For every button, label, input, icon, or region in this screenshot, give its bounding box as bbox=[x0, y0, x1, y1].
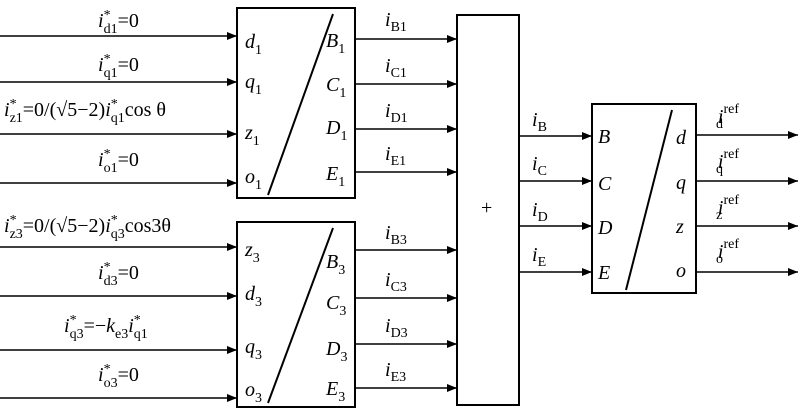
top-port-in-2: q1 bbox=[245, 71, 262, 98]
bottom-input-label-1: i*z3=0/(√5−2)i*q3cos3θ bbox=[4, 213, 171, 242]
final-port-in-d: D bbox=[597, 217, 613, 239]
final-port-out-z: z bbox=[675, 216, 684, 238]
top-output-label-4: iE1 bbox=[385, 143, 406, 169]
bottom-input-label-2: i*d3=0 bbox=[98, 260, 139, 289]
top-transform-block bbox=[236, 7, 356, 199]
final-transform-block bbox=[591, 103, 697, 294]
bottom-port-out-4: E3 bbox=[325, 378, 345, 405]
top-port-out-2: C1 bbox=[326, 74, 346, 101]
top-input-label-2: i*q1=0 bbox=[98, 52, 139, 81]
sum-symbol: + bbox=[481, 197, 492, 219]
bottom-block-diagonal bbox=[267, 227, 334, 404]
sum-output-label-b: iB bbox=[532, 109, 547, 135]
top-output-label-1: iB1 bbox=[385, 9, 407, 35]
top-port-out-1: B1 bbox=[326, 30, 345, 57]
sum-output-label-d: iD bbox=[532, 199, 548, 225]
bottom-transform-block bbox=[236, 221, 356, 408]
top-output-label-2: iC1 bbox=[385, 55, 407, 81]
final-port-in-e: E bbox=[597, 262, 610, 284]
final-port-out-d: d bbox=[676, 127, 687, 149]
sum-output-label-c: iC bbox=[532, 153, 547, 179]
bottom-output-label-3: iD3 bbox=[385, 315, 408, 341]
bottom-port-out-3: D3 bbox=[325, 338, 347, 365]
top-port-in-4: o1 bbox=[245, 166, 262, 193]
bottom-port-in-2: d3 bbox=[245, 283, 262, 310]
top-output-label-3: iD1 bbox=[385, 100, 408, 126]
sum-block bbox=[456, 14, 520, 406]
bottom-input-label-3: i*q3=−ke3i*q1 bbox=[64, 313, 148, 342]
final-port-out-q: q bbox=[676, 172, 686, 194]
bottom-port-out-1: B3 bbox=[326, 251, 345, 278]
top-block-diagonal bbox=[267, 13, 334, 196]
bottom-port-in-4: o3 bbox=[245, 379, 262, 406]
bottom-port-out-2: C3 bbox=[326, 292, 346, 319]
top-input-label-4: i*o1=0 bbox=[98, 147, 139, 176]
top-input-label-3: i*z1=0/(√5−2)i*q1cos θ bbox=[4, 97, 166, 126]
top-port-out-4: E1 bbox=[325, 163, 345, 190]
top-input-label-1: i*d1=0 bbox=[98, 8, 139, 37]
bottom-output-label-1: iB3 bbox=[385, 222, 407, 248]
top-port-out-3: D1 bbox=[325, 117, 347, 144]
bottom-port-in-1: z3 bbox=[244, 239, 260, 266]
top-port-in-3: z1 bbox=[244, 122, 260, 149]
bottom-output-label-2: iC3 bbox=[385, 269, 407, 295]
top-port-in-1: d1 bbox=[245, 31, 262, 58]
final-port-out-o: o bbox=[676, 260, 686, 282]
bottom-input-label-4: i*o3=0 bbox=[98, 362, 139, 391]
bottom-output-label-4: iE3 bbox=[385, 359, 406, 385]
final-block-diagonal bbox=[625, 109, 673, 291]
final-port-in-c: C bbox=[598, 173, 612, 195]
bottom-port-in-3: q3 bbox=[245, 336, 262, 363]
final-port-in-b: B bbox=[598, 126, 610, 148]
sum-output-label-e: iE bbox=[532, 244, 546, 270]
